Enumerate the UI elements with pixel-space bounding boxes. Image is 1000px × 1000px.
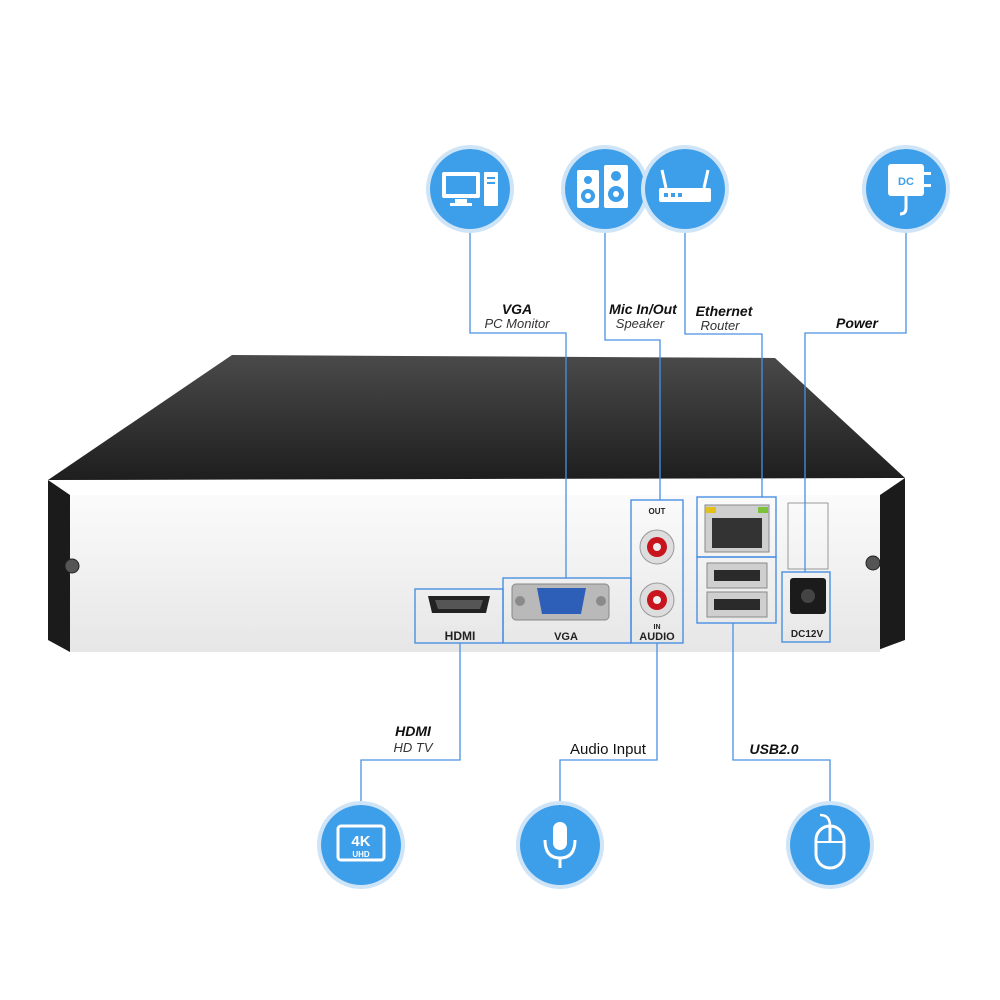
hdmi-title: HDMI <box>395 723 432 739</box>
mic-subtitle: Speaker <box>616 316 665 331</box>
vga-leader <box>469 228 567 578</box>
panel-label-audio-in: IN <box>654 624 661 631</box>
leader-lines <box>360 228 907 810</box>
vga-callout <box>426 145 514 233</box>
vga-port: VGA <box>511 583 610 643</box>
vga-title: VGA <box>502 301 532 317</box>
ethernet-title: Ethernet <box>696 303 754 319</box>
panel-label-audio: AUDIO <box>639 631 675 643</box>
right-screw <box>865 555 881 571</box>
ethernet-subtitle: Router <box>700 318 740 333</box>
panel-label-dc: DC12V <box>791 629 824 640</box>
hdmi-subtitle: HD TV <box>394 740 434 755</box>
4k-uhd-icon: 4K UHD <box>336 824 386 862</box>
hdmi-callout: 4K UHD <box>317 801 405 889</box>
mic-leader <box>604 228 661 500</box>
audio-callout <box>516 801 604 889</box>
mic-callout <box>561 145 649 233</box>
chassis-right-flange <box>878 478 905 650</box>
uhd-text: UHD <box>352 850 370 859</box>
mouse-icon <box>814 813 846 870</box>
usb-callout <box>786 801 874 889</box>
usb-ports <box>706 562 768 618</box>
hdmi-port: HDMI <box>428 596 490 643</box>
mic-title: Mic In/Out <box>609 301 678 317</box>
router-icon <box>659 169 711 202</box>
panel-label-vga: VGA <box>554 631 578 643</box>
usb-leader <box>732 623 831 808</box>
speaker-icon <box>577 165 628 208</box>
vga-subtitle: PC Monitor <box>484 316 550 331</box>
audio-leader <box>559 643 658 805</box>
usb-highlight <box>696 556 777 624</box>
nvr-device: HDMI VGA OUT IN AUDIO <box>48 355 905 652</box>
microphone-icon <box>543 822 577 868</box>
panel-label-hdmi: HDMI <box>445 629 476 643</box>
chassis-left-flange <box>48 480 70 652</box>
power-title: Power <box>836 315 880 331</box>
ethernet-leader <box>684 228 763 497</box>
hdmi-leader <box>360 643 461 810</box>
ethernet-callout <box>641 145 729 233</box>
power-leader <box>804 228 907 572</box>
dc-icon-text: DC <box>898 176 914 188</box>
left-screw <box>64 558 80 574</box>
dc-highlight <box>781 571 831 643</box>
chassis-top <box>48 355 905 480</box>
audio-in-rca: IN AUDIO <box>639 582 675 643</box>
dc-adapter-icon: DC <box>888 164 931 216</box>
dc-power-jack: DC12V <box>787 502 829 640</box>
monitor-pc-icon <box>442 172 498 206</box>
audio-title: Audio Input <box>570 741 647 758</box>
audio-out-rca: OUT <box>639 507 675 565</box>
ethernet-port <box>704 504 770 553</box>
panel-label-audio-out: OUT <box>649 507 666 516</box>
4k-text: 4K <box>351 833 370 850</box>
usb-title: USB2.0 <box>749 741 798 757</box>
power-callout: DC <box>862 145 950 233</box>
